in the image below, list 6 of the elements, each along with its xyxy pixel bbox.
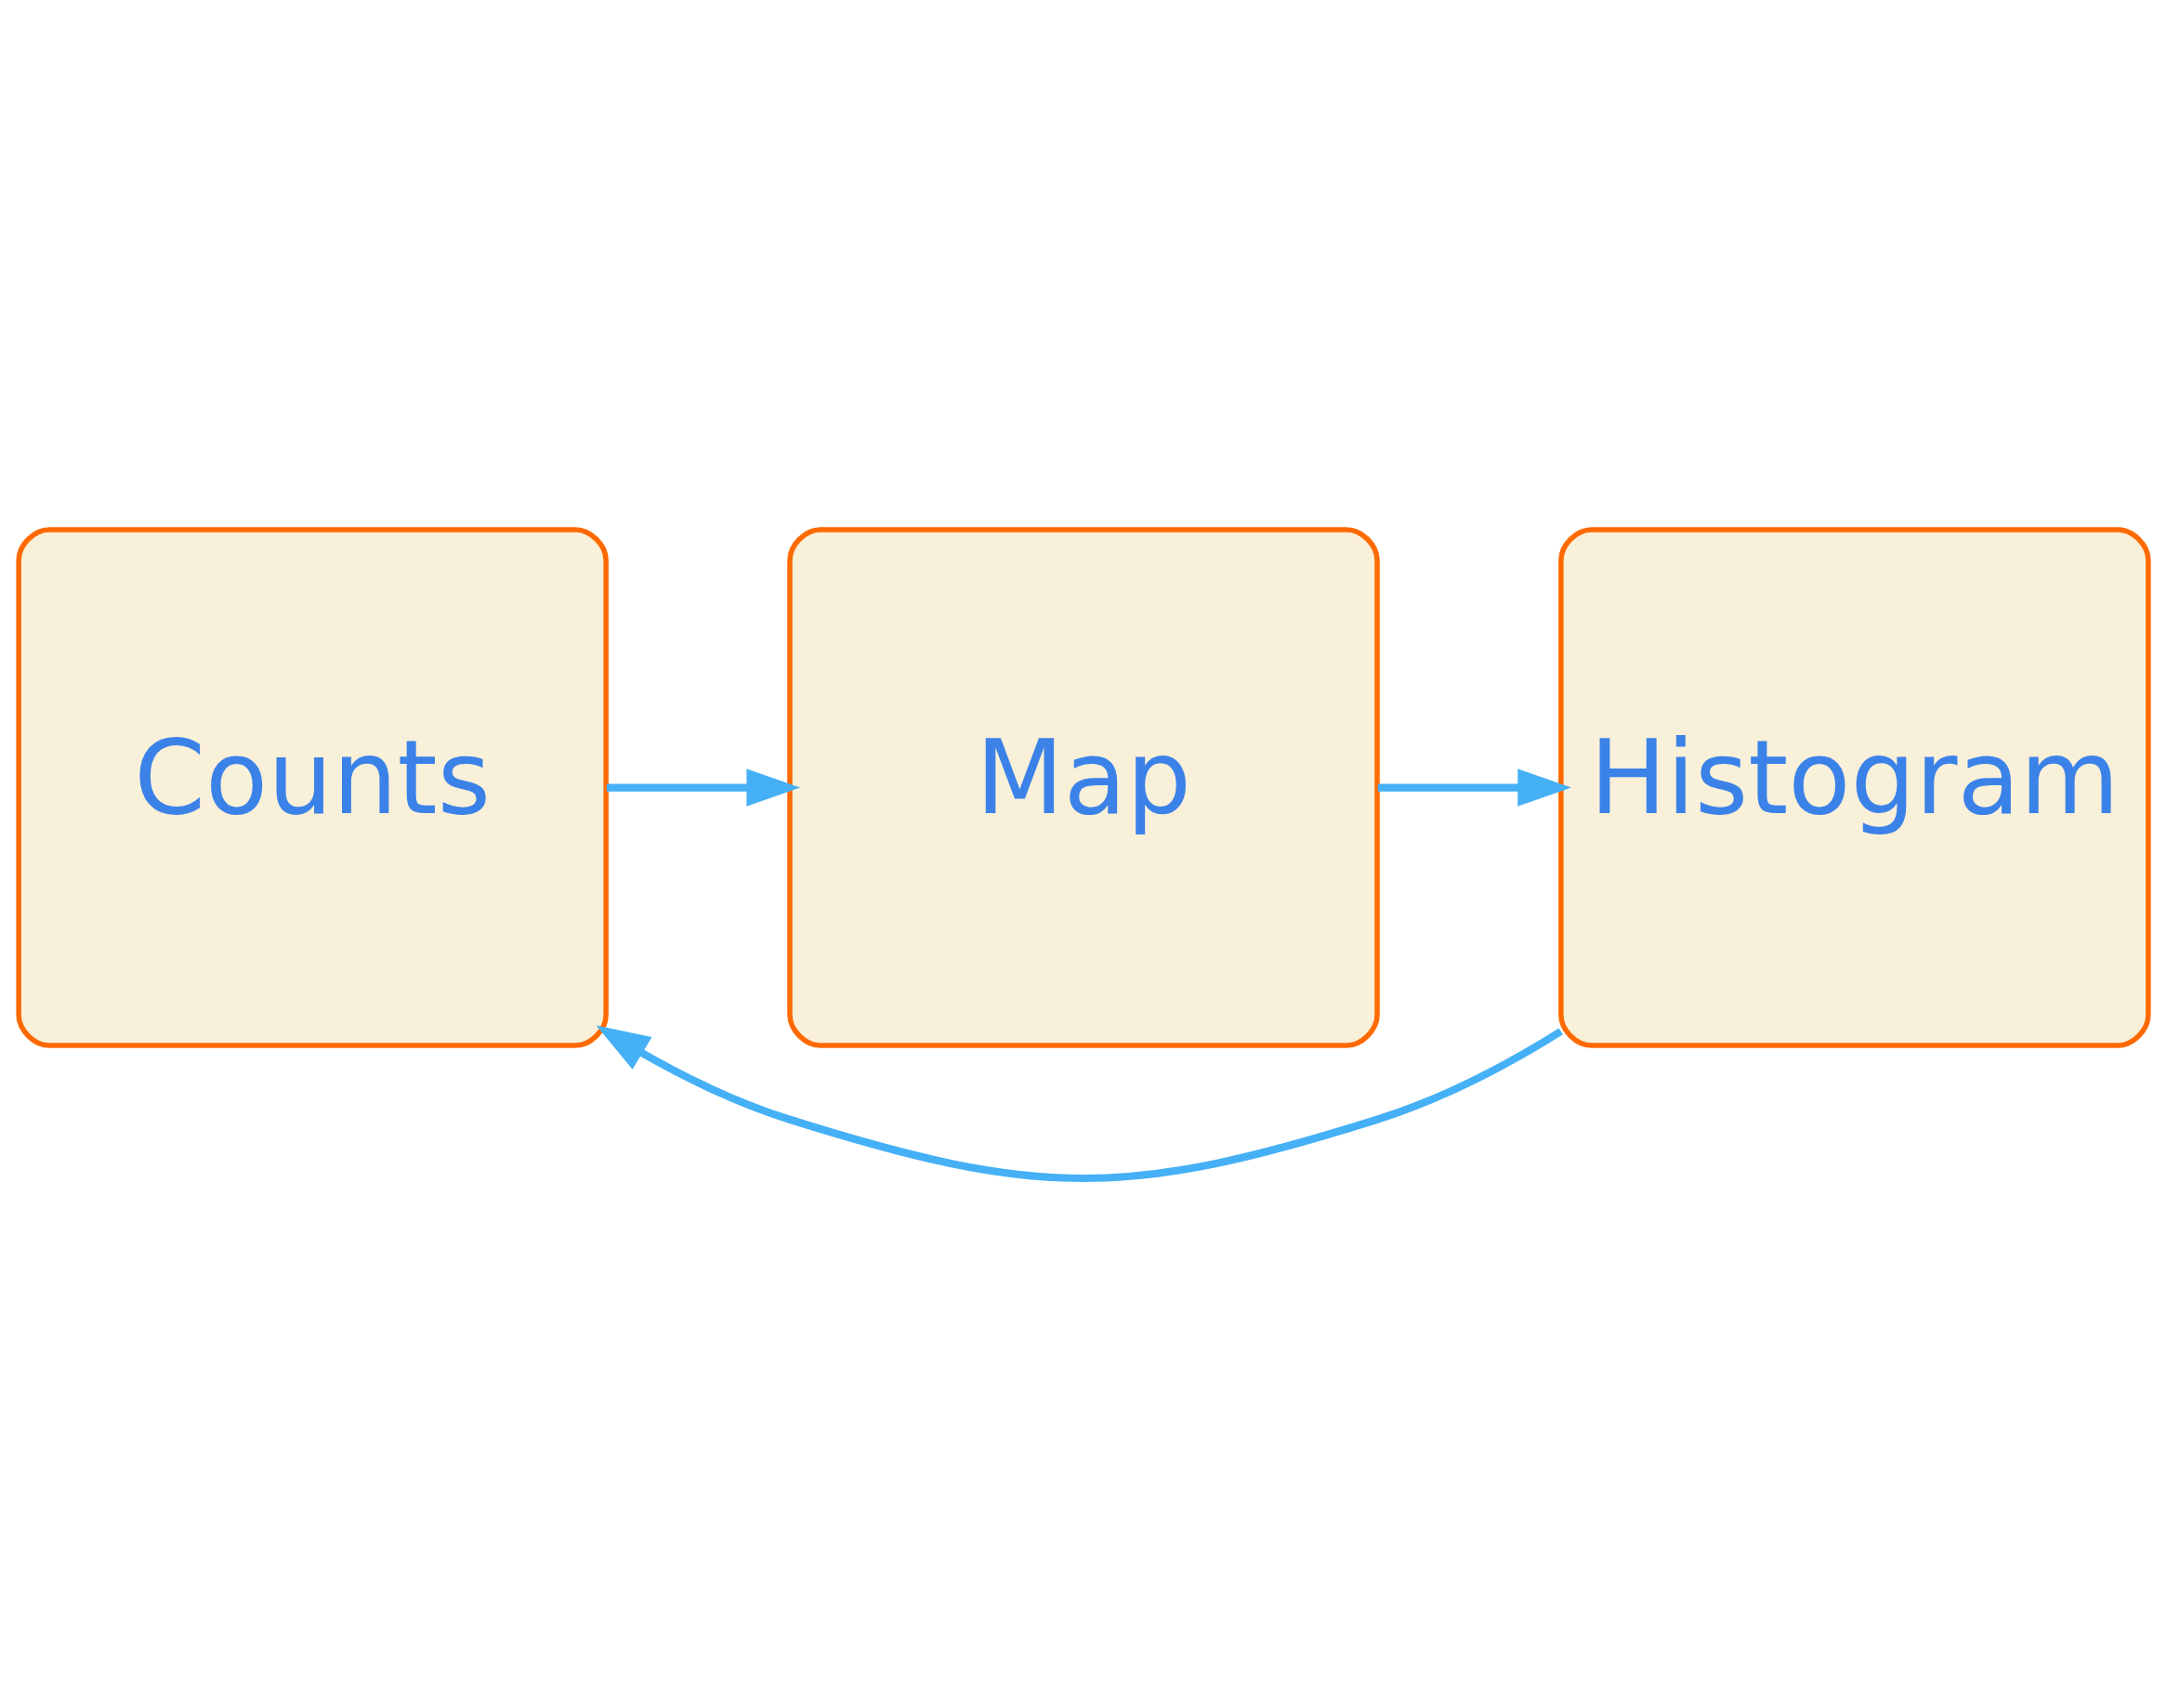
arrow xyxy=(606,769,801,807)
node-box: Histogram xyxy=(1558,527,2151,1048)
arrow xyxy=(596,1025,1563,1182)
node-box: Counts xyxy=(16,527,609,1048)
node-box: Map xyxy=(787,527,1380,1048)
arrow xyxy=(1377,769,1572,807)
